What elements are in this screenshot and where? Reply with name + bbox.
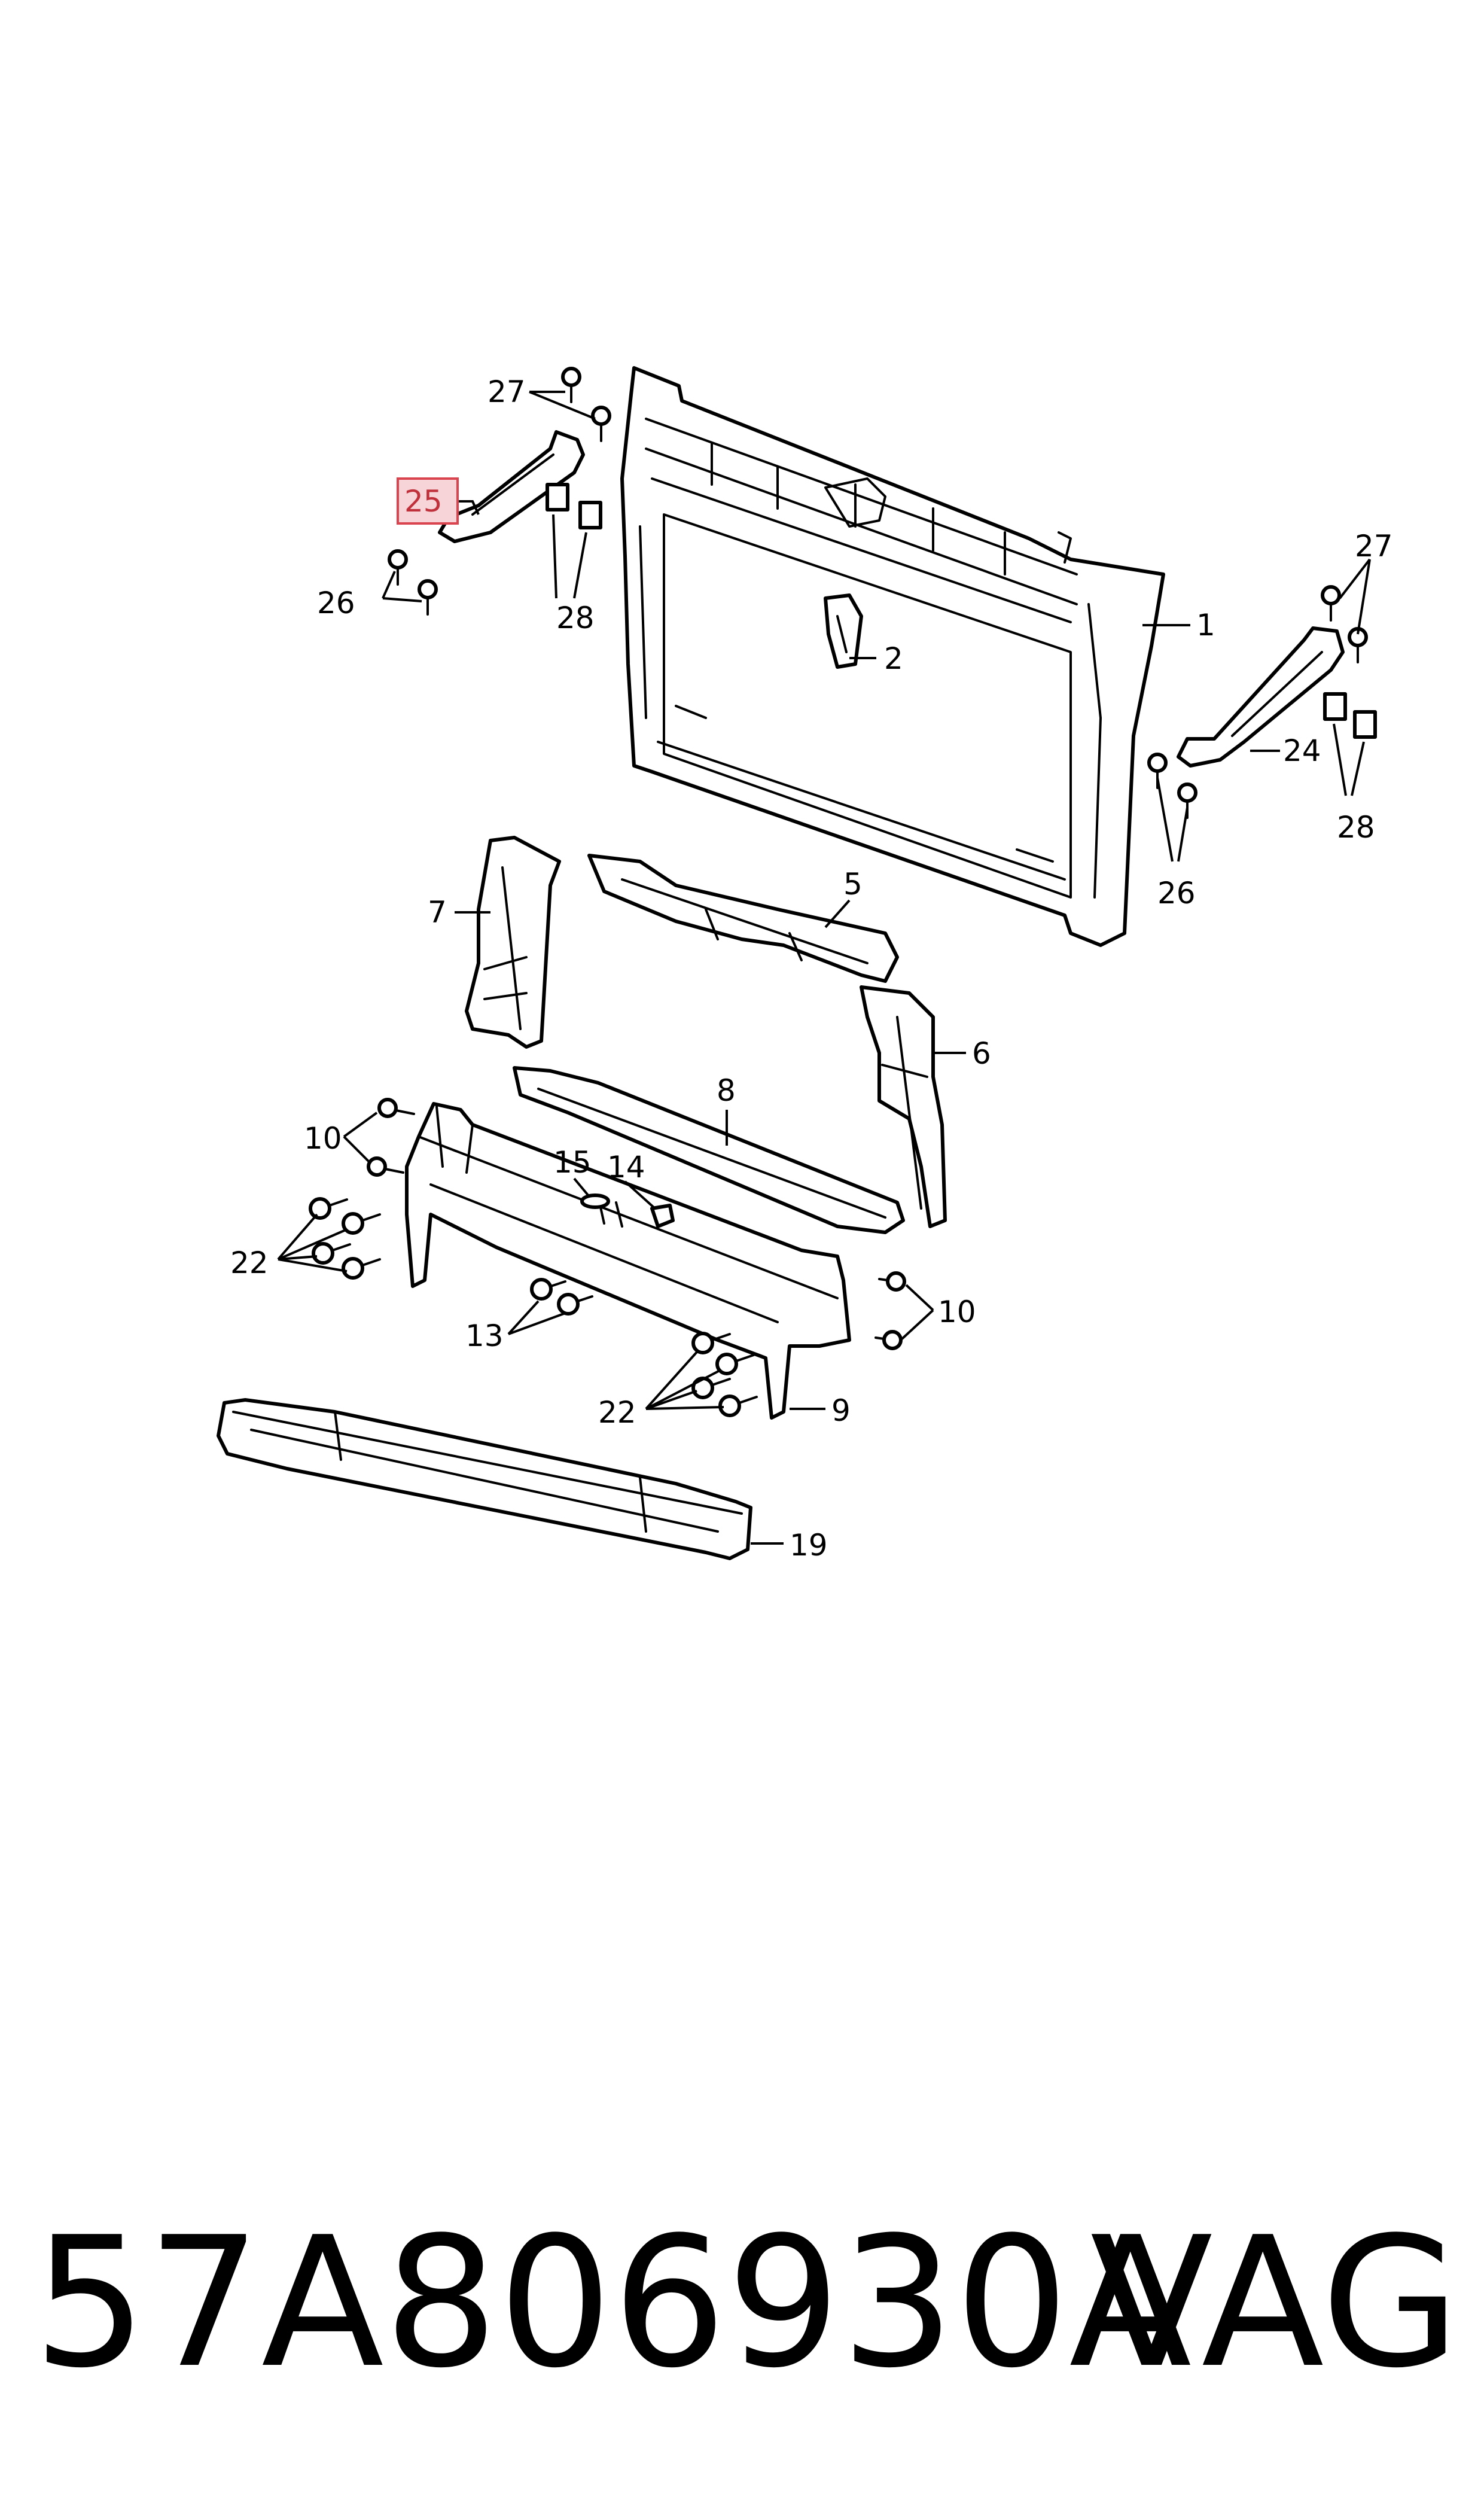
callout-7: 7 (428, 895, 447, 930)
screw-22-left-a (309, 1197, 348, 1220)
clip-15 (580, 1193, 610, 1209)
screw-26-right-a (1147, 753, 1168, 789)
brand-name: VAG (1090, 2199, 1460, 2407)
screw-13-b (557, 1293, 593, 1316)
callout-19: 19 (790, 1528, 828, 1563)
part-24-right-strut (1177, 626, 1345, 768)
callout-10-left: 10 (304, 1121, 342, 1156)
screw-22-right-d (718, 1395, 758, 1417)
part-6-right-air-duct (860, 985, 947, 1228)
callout-22-left: 22 (230, 1246, 269, 1280)
screw-26-left-b (418, 579, 438, 616)
part-25-left-strut (438, 430, 585, 543)
part-7-left-air-duct (465, 836, 561, 1049)
screw-10-left-a (377, 1098, 415, 1118)
part-5-upper-air-guide (587, 854, 899, 983)
callout-26-left: 26 (317, 586, 355, 620)
callout-25-highlight[interactable]: 25 (397, 477, 459, 525)
screw-27-right-a (1321, 585, 1341, 622)
part-8-seal-strip (513, 1066, 905, 1234)
part-19-impact-absorber (217, 1398, 752, 1560)
callout-13: 13 (465, 1319, 504, 1353)
nut-28-left-b (578, 501, 602, 529)
callouts: 1 2 27 28 26 27 24 28 26 5 7 6 8 10 15 1… (230, 374, 1393, 1563)
callout-10-right: 10 (938, 1295, 976, 1329)
leader-lines (277, 391, 1371, 1545)
nut-28-right-b (1353, 710, 1377, 739)
screw-22-left-b (342, 1212, 381, 1235)
callout-6: 6 (972, 1036, 991, 1071)
screw-26-left-a (388, 549, 408, 586)
callout-15: 15 (553, 1145, 592, 1180)
screw-13-a (530, 1278, 566, 1301)
clip-14 (650, 1204, 675, 1228)
callout-1: 1 (1196, 608, 1215, 643)
screw-27-left-a (561, 367, 581, 403)
screw-22-right-a (691, 1332, 731, 1354)
part-9-bumper-carrier (405, 1102, 851, 1420)
screw-27-left-b (591, 406, 611, 442)
callout-14: 14 (607, 1150, 645, 1185)
screw-10-right-a (878, 1271, 906, 1292)
callout-27-left: 27 (487, 374, 526, 409)
callout-5: 5 (843, 867, 863, 902)
part-1-front-panel (620, 366, 1165, 947)
callout-25: 25 (404, 484, 443, 519)
screw-10-left-b (367, 1156, 404, 1177)
callout-27-right: 27 (1355, 529, 1393, 564)
screw-10-right-b (874, 1330, 903, 1350)
screw-22-right-b (715, 1353, 755, 1375)
callout-9: 9 (831, 1393, 851, 1428)
screw-22-left-c (312, 1242, 351, 1265)
callout-2: 2 (884, 641, 903, 676)
callout-28-left: 28 (556, 601, 595, 635)
callout-24: 24 (1283, 733, 1321, 768)
callout-26-right: 26 (1157, 876, 1196, 911)
highlight-box (397, 477, 459, 525)
part-number: 57A806930A (33, 2199, 1192, 2407)
callout-22-right: 22 (598, 1395, 636, 1430)
nut-28-right-a (1323, 692, 1347, 721)
fasteners (309, 367, 1377, 1417)
part-2-latch-bracket (824, 593, 863, 669)
screw-22-left-d (342, 1257, 381, 1280)
callout-28-right: 28 (1337, 810, 1375, 845)
callout-8: 8 (717, 1073, 736, 1108)
nut-28-left-a (546, 483, 569, 511)
